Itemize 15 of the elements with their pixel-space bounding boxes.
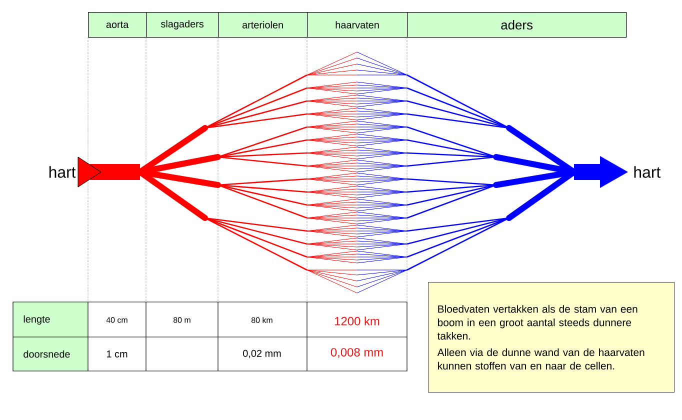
row-header: doorsnede bbox=[24, 350, 70, 358]
header-cell: haarvaten bbox=[307, 12, 408, 38]
heart-label: hart bbox=[634, 166, 661, 178]
table-value: 1200 km bbox=[334, 316, 380, 326]
note-text: Bloedvaten vertakken als de stam van een boom in een groot aantal steeds dunnere takken. bbox=[437, 305, 638, 340]
header-cell: slagaders bbox=[146, 12, 219, 38]
row-header: lengte bbox=[24, 315, 50, 325]
header-cell: aorta bbox=[88, 12, 147, 38]
table-value: 0,008 mm bbox=[330, 348, 383, 358]
header-cell: arteriolen bbox=[218, 12, 308, 38]
table-value: 0,02 mm bbox=[243, 350, 281, 358]
note-box bbox=[428, 282, 675, 393]
heart-label: hart bbox=[49, 166, 76, 178]
note-text: Alleen via de dunne wand van de haarvaten kunnen stoffen van en naar de cellen. bbox=[437, 348, 644, 370]
table-value: 1 cm bbox=[106, 350, 128, 358]
